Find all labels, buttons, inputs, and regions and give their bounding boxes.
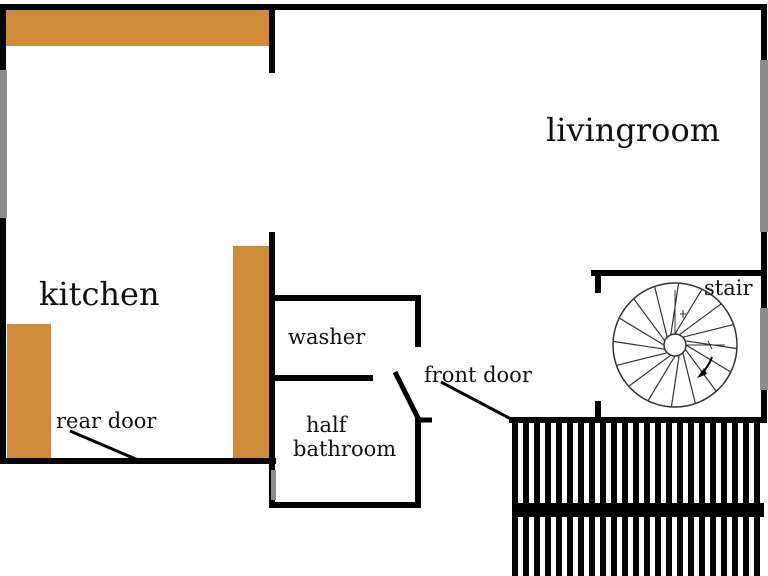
stair-tread [682,324,734,338]
kitchen-label: kitchen [39,275,160,313]
front-door-label: front door [424,363,533,387]
deck-plank [710,422,716,576]
stair-tread [654,286,668,338]
deck-plank [545,422,551,576]
deck-plank [699,422,705,576]
washer-label: washer [288,325,366,349]
front-door-icon[interactable] [440,380,512,421]
deck-plank [556,422,562,576]
stair-tread [633,298,666,342]
deck-plank [732,422,738,576]
deck-plank [655,422,661,576]
deck-plank [534,422,540,576]
spiral-stair-icon [612,282,738,408]
half-bathroom-label-line2: bathroom [293,437,396,461]
stair-tread [613,340,665,350]
stair-tread [678,303,722,336]
half-bathroom-label-line1: half [306,413,349,437]
deck-beam [512,503,764,517]
livingroom-label: livingroom [546,111,720,149]
deck-plank [754,422,760,576]
stair-tread [685,344,732,373]
stair-tread [674,288,703,335]
deck-plank [677,422,683,576]
kitchen-center-counter [233,246,271,458]
deck-plank [688,422,694,576]
deck-plank [633,422,639,576]
deck-plank [523,422,529,576]
deck [512,422,764,576]
stair-tread [684,348,717,392]
stair-tread [682,352,696,404]
stair-tread [647,355,676,402]
deck-plank [589,422,595,576]
deck-plank [743,422,749,576]
deck-plank [578,422,584,576]
rear-door-label: rear door [56,409,157,433]
windows [0,60,768,500]
stair-tread [628,354,672,387]
stair-label: stair [704,276,753,300]
stair-tread [670,355,680,407]
stair-tread [618,317,665,346]
stair-tread [616,352,668,366]
deck-plank [512,422,518,576]
kitchen-top-counter [6,10,270,46]
deck-plank [644,422,650,576]
kitchen-left-counter [7,324,51,460]
deck-plank [622,422,628,576]
deck-plank [567,422,573,576]
deck-plank [721,422,727,576]
washer-door-icon[interactable] [392,370,421,420]
rear-door-icon[interactable] [69,429,139,462]
deck-plank [611,422,617,576]
deck-plank [600,422,606,576]
deck-plank [666,422,672,576]
